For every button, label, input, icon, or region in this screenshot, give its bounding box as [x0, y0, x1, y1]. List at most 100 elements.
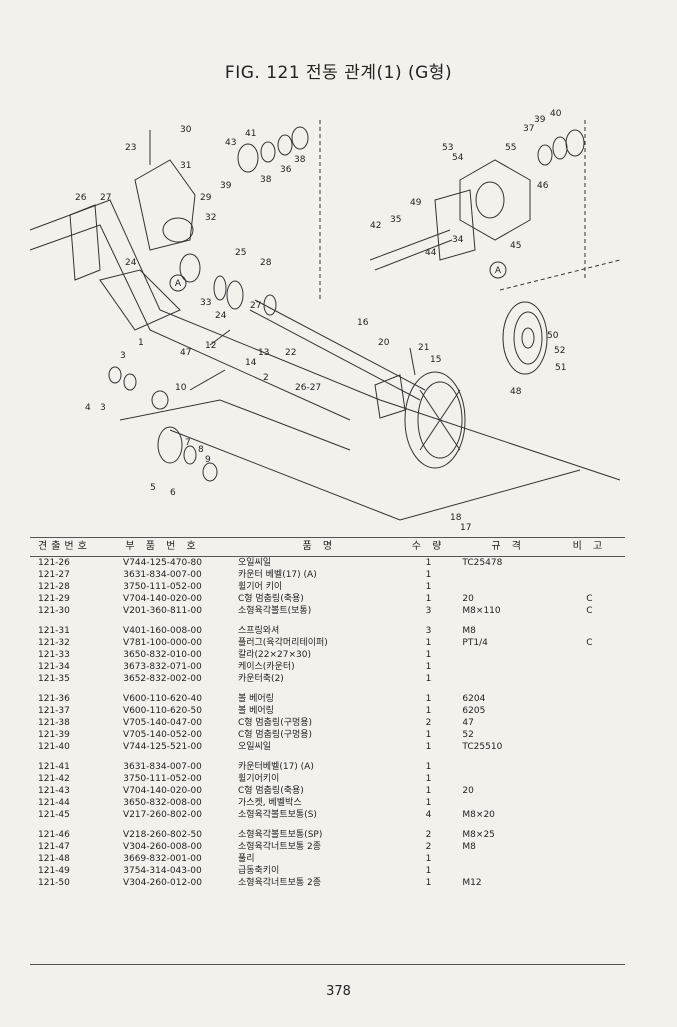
view-marker-label: A — [495, 266, 502, 276]
callout-number: 51 — [555, 363, 566, 373]
ref-no-cell: 121-32 — [38, 638, 70, 648]
remarks-cell — [554, 717, 625, 729]
remarks-cell — [554, 705, 625, 717]
spec-cell: M8×25 — [462, 830, 495, 840]
quantity-cell: 2 — [425, 842, 432, 852]
callout-number: 43 — [225, 138, 236, 148]
ref-no-cell: 121-33 — [38, 650, 70, 660]
callout-number: 2 — [263, 373, 269, 383]
spec-cell — [456, 649, 553, 661]
callout-number: 39 — [534, 115, 546, 125]
ref-no-cell: 121-43 — [38, 786, 70, 796]
remarks-cell — [554, 761, 625, 773]
part-name-cell: 스프링와셔 — [237, 626, 280, 636]
part-name-cell: C형 멈춤링(축용) — [237, 786, 304, 796]
spec-cell: 6205 — [462, 706, 486, 716]
callout-number: 42 — [370, 221, 381, 231]
part-no-cell: V304-260-008-00 — [123, 842, 202, 852]
callout-number: 49 — [410, 198, 422, 208]
table-header-row: 견출번호 부 품 번 호 품 명 수 량 규 격 비 고 — [30, 537, 625, 557]
ref-no-cell: 121-42 — [38, 774, 70, 784]
callout-number: 14 — [245, 358, 257, 368]
spec-cell — [456, 773, 553, 785]
ref-no-cell: 121-35 — [38, 674, 70, 684]
callout-number: 39 — [220, 181, 232, 191]
callout-number: 17 — [460, 523, 471, 530]
part-no-cell: V217-260-802-00 — [123, 810, 202, 820]
spec-cell: 47 — [462, 718, 474, 728]
part-no-cell: 3650-832-008-00 — [123, 798, 202, 808]
spec-cell — [456, 661, 553, 673]
quantity-cell: 1 — [425, 594, 432, 604]
part-no-cell: V705-140-047-00 — [123, 718, 202, 728]
part-no-cell: V781-100-000-00 — [123, 638, 202, 648]
quantity-cell: 1 — [425, 878, 432, 888]
spec-cell: M8×20 — [462, 810, 495, 820]
part-no-cell: 3650-832-010-00 — [123, 650, 202, 660]
callout-number: 34 — [452, 235, 464, 245]
ref-no-cell: 121-28 — [38, 582, 70, 592]
remarks-cell — [554, 673, 625, 685]
spec-cell: 20 — [462, 786, 474, 796]
part-no-cell: V705-140-052-00 — [123, 730, 202, 740]
callout-number: 7 — [185, 438, 191, 448]
part-no-cell: 3754-314-043-00 — [123, 866, 202, 876]
header-quantity: 수 량 — [400, 537, 457, 557]
callout-number: 29 — [200, 193, 212, 203]
callout-number: 53 — [442, 143, 453, 153]
quantity-cell: 1 — [425, 854, 432, 864]
remarks-cell — [554, 557, 625, 570]
ref-no-cell: 121-34 — [38, 662, 70, 672]
part-no-cell: V201-360-811-00 — [123, 606, 202, 616]
spec-cell: M12 — [462, 878, 482, 888]
view-marker-label: A — [175, 279, 182, 289]
spec-cell: PT1/4 — [462, 638, 488, 648]
quantity-cell: 1 — [425, 694, 432, 704]
quantity-cell: 2 — [425, 718, 432, 728]
remarks-cell — [554, 841, 625, 853]
callout-number: 25 — [235, 248, 246, 258]
remarks-cell — [554, 785, 625, 797]
callout-number: 16 — [357, 318, 369, 328]
part-name-cell: 소형육각볼트보통(SP) — [237, 830, 323, 840]
part-name-cell: 휠기어키이 — [237, 774, 280, 784]
group-spacer — [30, 821, 625, 829]
ref-no-cell: 121-46 — [38, 830, 70, 840]
part-name-cell: 급동축키이 — [237, 866, 280, 876]
header-ref-no: 견출번호 — [30, 537, 100, 557]
part-name-cell: 카운터축(2) — [237, 674, 284, 684]
callout-number: 55 — [505, 143, 516, 153]
ref-no-cell: 121-45 — [38, 810, 70, 820]
part-name-cell: 볼 베어링 — [237, 694, 274, 704]
ref-no-cell: 121-48 — [38, 854, 70, 864]
part-no-cell: 3669-832-001-00 — [123, 854, 202, 864]
callout-number: 36 — [280, 165, 292, 175]
remarks-cell — [554, 649, 625, 661]
quantity-cell: 1 — [425, 650, 432, 660]
part-name-cell: 칼라(22×27×30) — [237, 650, 311, 660]
callout-number: 41 — [245, 129, 256, 139]
quantity-cell: 1 — [425, 798, 432, 808]
quantity-cell: 1 — [425, 570, 432, 580]
callout-number: 32 — [205, 213, 216, 223]
ref-no-cell: 121-29 — [38, 594, 70, 604]
ref-no-cell: 121-49 — [38, 866, 70, 876]
part-no-cell: V600-110-620-50 — [123, 706, 202, 716]
spec-cell — [456, 673, 553, 685]
callout-number: 46 — [537, 181, 549, 191]
part-name-cell: 플러그(육각머리테이퍼) — [237, 638, 328, 648]
callout-number: 28 — [260, 258, 272, 268]
table-bottom-rule — [30, 964, 625, 965]
spec-cell: TC25510 — [462, 742, 503, 752]
ref-no-cell: 121-36 — [38, 694, 70, 704]
